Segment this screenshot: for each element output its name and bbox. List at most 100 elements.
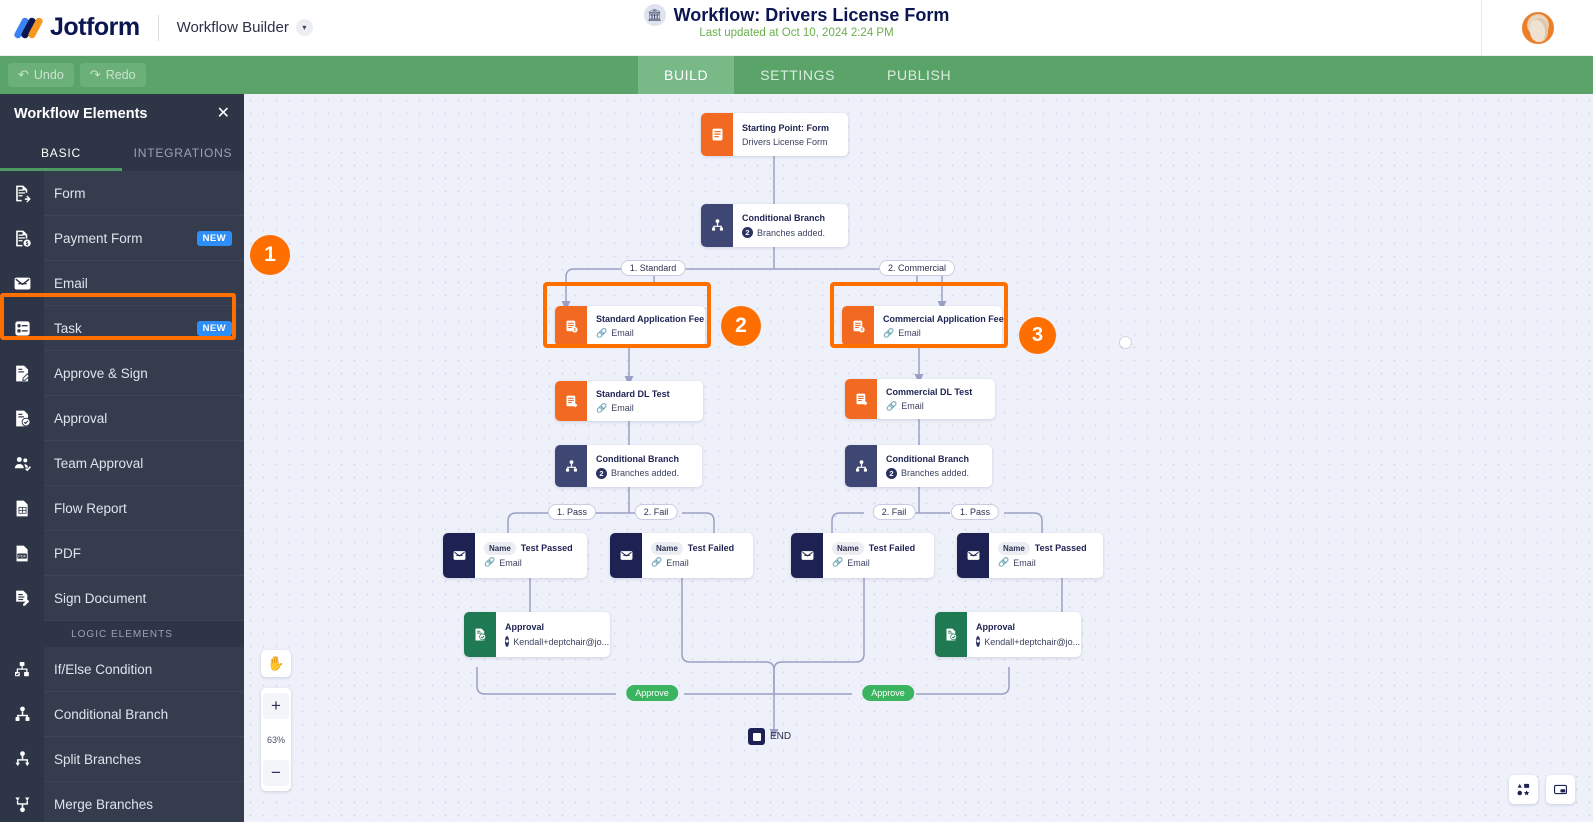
node-subtitle: Drivers License Form: [742, 136, 828, 147]
sidebar-item-task[interactable]: Task NEW: [0, 305, 244, 351]
flow-report-icon: [0, 485, 44, 531]
node-title: Conditional Branch: [596, 453, 679, 464]
bank-icon: 🏛: [643, 4, 666, 26]
sidebar-item-merge-branches[interactable]: Merge Branches: [0, 781, 244, 822]
sidebar-item-form[interactable]: Form: [0, 170, 244, 216]
minimap-icon[interactable]: [1546, 775, 1575, 804]
node-commercial-dl-test[interactable]: Commercial DL Test 🔗Email: [845, 379, 995, 419]
node-starting-point-form[interactable]: Starting Point: Form Drivers License For…: [701, 113, 848, 156]
sidebar-item-label: Conditional Branch: [54, 706, 169, 722]
sidebar-item-label: Approval: [54, 410, 108, 426]
node-subtitle: ●Kendall+deptchair@jo...: [976, 636, 1081, 647]
account-menu[interactable]: [1481, 0, 1593, 56]
sidebar-item-approval[interactable]: Approval: [0, 395, 244, 441]
brand[interactable]: Jotform: [0, 13, 140, 42]
sidebar-item-label: PDF: [54, 545, 81, 561]
edge-label-fail-commercial[interactable]: 2. Fail: [872, 504, 916, 520]
node-title: Conditional Branch: [886, 453, 969, 464]
sidebar-item-label: Form: [54, 185, 86, 201]
sidebar-item-label: If/Else Condition: [54, 661, 153, 677]
approval-node-icon: [935, 612, 967, 657]
edge-label-approve-standard[interactable]: Approve: [626, 685, 678, 701]
sidebar-item-flow-report[interactable]: Flow Report: [0, 485, 244, 531]
new-badge: NEW: [196, 320, 232, 336]
email-node-icon: [610, 533, 642, 578]
node-title: Commercial DL Test: [886, 386, 973, 397]
edge-label-approve-commercial[interactable]: Approve: [862, 685, 914, 701]
svg-text:$: $: [573, 327, 576, 332]
node-title: Starting Point: Form: [742, 122, 829, 133]
form-node-icon: [845, 379, 877, 419]
email-node-icon: [443, 533, 475, 578]
node-standard-dl-test[interactable]: Standard DL Test 🔗Email: [555, 381, 703, 421]
tab-basic[interactable]: BASIC: [0, 134, 122, 171]
sidebar-item-label: Payment Form: [54, 230, 143, 246]
sidebar-item-label: Email: [54, 275, 88, 291]
payment-form-node-icon: $: [555, 306, 587, 346]
jotform-logo-icon: [13, 14, 44, 42]
sidebar-item-label: Split Branches: [54, 751, 142, 767]
edge-label-pass-commercial[interactable]: 1. Pass: [950, 504, 1000, 520]
edge-label-pass-standard[interactable]: 1. Pass: [547, 504, 597, 520]
tab-publish[interactable]: PUBLISH: [887, 67, 952, 83]
workflow-canvas[interactable]: Starting Point: Form Drivers License For…: [244, 94, 1593, 822]
sidebar-item-team-approval[interactable]: Team Approval: [0, 440, 244, 486]
name-pill: Name: [484, 542, 516, 555]
panel-title: Workflow Elements: [14, 106, 148, 122]
node-approval-commercial[interactable]: Approval ●Kendall+deptchair@jo...: [935, 612, 1081, 657]
workflow-elements-panel: Workflow Elements ✕ BASIC INTEGRATIONS F…: [0, 94, 244, 822]
tab-integrations[interactable]: INTEGRATIONS: [133, 145, 233, 160]
payment-form-icon: [0, 215, 44, 261]
edge-label-standard[interactable]: 1. Standard: [620, 260, 686, 276]
conditional-branch-icon: [0, 691, 44, 737]
tab-build[interactable]: BUILD: [638, 56, 735, 94]
node-commercial-application-fee[interactable]: $ Commercial Application Fee 🔗Email: [842, 306, 1004, 346]
tab-settings[interactable]: SETTINGS: [760, 67, 836, 83]
sidebar-item-approve-and-sign[interactable]: Approve & Sign: [0, 350, 244, 396]
page-title: Workflow: Drivers License Form: [673, 4, 950, 25]
zoom-in-button[interactable]: +: [263, 693, 289, 719]
edge-label-commercial[interactable]: 2. Commercial: [878, 260, 956, 276]
node-standard-application-fee[interactable]: $ Standard Application Fee 🔗Email: [555, 306, 705, 346]
email-icon: [0, 260, 44, 306]
close-icon[interactable]: ✕: [216, 105, 230, 122]
pan-tool-button[interactable]: ✋: [261, 650, 291, 677]
chevron-down-icon[interactable]: ▾: [295, 18, 313, 36]
edge-label-fail-standard[interactable]: 2. Fail: [634, 504, 678, 520]
sidebar-item-payment-form[interactable]: Payment Form NEW: [0, 215, 244, 261]
name-pill: Name: [998, 542, 1030, 555]
sidebar-item-pdf[interactable]: PDF PDF: [0, 530, 244, 576]
node-end[interactable]: END: [748, 728, 791, 745]
annotation-badge-2: 2: [721, 306, 761, 346]
sidebar-item-split-branches[interactable]: Split Branches: [0, 736, 244, 782]
logic-elements-section-label: LOGIC ELEMENTS: [0, 621, 244, 647]
form-node-icon: [555, 381, 587, 421]
product-switcher[interactable]: Workflow Builder▾: [177, 19, 313, 37]
redo-button[interactable]: ↷ Redo: [79, 63, 146, 87]
sidebar-item-conditional-branch[interactable]: Conditional Branch: [0, 691, 244, 737]
sidebar-item-sign-document[interactable]: Sign Document: [0, 575, 244, 621]
shapes-icon[interactable]: [1509, 775, 1538, 804]
node-title: Standard Application Fee: [596, 313, 705, 324]
connection-handle[interactable]: [1120, 337, 1131, 348]
link-icon: 🔗: [886, 400, 898, 411]
zoom-out-button[interactable]: −: [263, 760, 289, 786]
sidebar-item-if-else-condition[interactable]: If/Else Condition: [0, 646, 244, 692]
node-subtitle: 🔗Email: [596, 402, 634, 414]
main-tabs: BUILD SETTINGS PUBLISH: [638, 56, 977, 94]
avatar[interactable]: [1521, 12, 1554, 44]
node-approval-standard[interactable]: Approval ●Kendall+deptchair@jo...: [464, 612, 610, 657]
zoom-controls: + 63% −: [261, 688, 291, 791]
end-icon: [748, 728, 765, 745]
node-title: Approval: [976, 622, 1016, 632]
undo-button[interactable]: ↶ Undo: [8, 63, 74, 87]
sidebar-item-email[interactable]: Email: [0, 260, 244, 306]
